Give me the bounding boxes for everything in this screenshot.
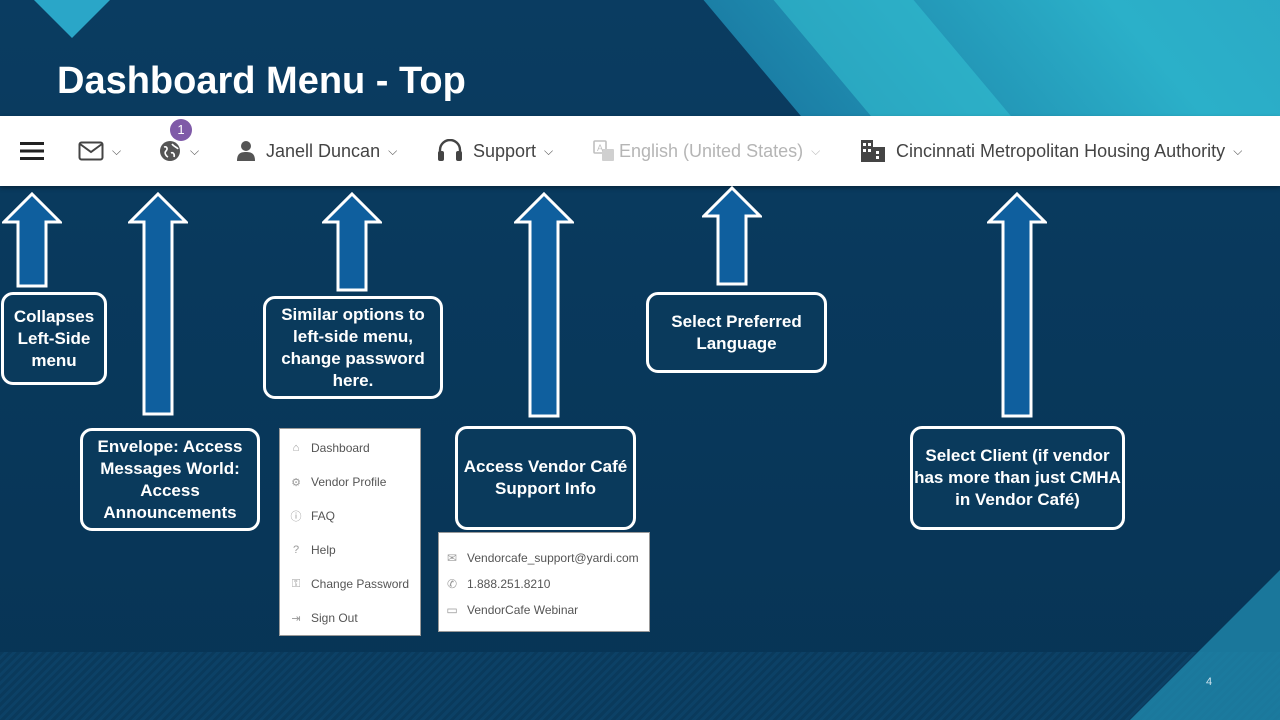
- sign-out-icon: ⇥: [291, 612, 301, 625]
- phone-icon: ✆: [446, 577, 458, 591]
- language-selector[interactable]: A English (United States) ⌵: [593, 116, 820, 186]
- chevron-down-icon: ⌵: [388, 143, 398, 158]
- translate-icon: A: [593, 140, 614, 161]
- corner-triangle-decoration: [34, 0, 110, 38]
- chevron-down-icon: ⌵: [1233, 143, 1243, 158]
- building-icon: [861, 140, 885, 162]
- svg-text:A: A: [597, 143, 603, 153]
- up-arrow-client: [987, 192, 1047, 418]
- support-webinar-item[interactable]: ▭ VendorCafe Webinar: [445, 603, 578, 617]
- dashboard-top-navbar: ⌵ 1 ⌵ Janell Duncan ⌵: [0, 116, 1280, 186]
- envelope-icon: ✉: [446, 551, 458, 565]
- lock-icon: ⚿: [291, 577, 301, 590]
- support-label: Support: [473, 140, 537, 161]
- callout-collapse-text: Collapses Left-Side menu: [13, 306, 95, 370]
- page-number: 4: [1206, 676, 1213, 688]
- chevron-down-icon: ⌵: [112, 143, 122, 158]
- callout-client-text: Select Client (if vendor has more than j…: [914, 446, 1121, 509]
- menu-item-help[interactable]: ? Help: [290, 543, 336, 557]
- support-phone-item[interactable]: ✆ 1.888.251.8210: [445, 577, 550, 591]
- support-menu-button[interactable]: Support ⌵: [437, 116, 553, 186]
- menu-item-dashboard[interactable]: ⌂ Dashboard: [290, 441, 370, 455]
- menu-item-label: Dashboard: [311, 441, 370, 455]
- menu-item-label: Vendor Profile: [311, 475, 387, 489]
- envelope-icon: [78, 141, 104, 161]
- callout-envelope-text: Envelope: Access Messages World: Access …: [97, 436, 243, 522]
- menu-item-label: Sign Out: [311, 611, 358, 625]
- up-arrow-envelope: [128, 192, 188, 416]
- hamburger-menu-button[interactable]: [20, 116, 44, 186]
- messages-button[interactable]: ⌵: [78, 116, 121, 186]
- language-label: English (United States): [619, 140, 804, 161]
- bottom-stripe-decoration: [0, 652, 1280, 720]
- menu-item-sign-out[interactable]: ⇥ Sign Out: [290, 611, 358, 625]
- menu-item-label: Change Password: [311, 577, 410, 591]
- callout-client: Select Client (if vendor has more than j…: [910, 426, 1125, 530]
- support-email-text: Vendorcafe_support@yardi.com: [467, 551, 639, 565]
- chevron-down-icon: ⌵: [811, 143, 821, 158]
- headset-icon: [438, 139, 462, 161]
- hamburger-icon: [20, 142, 44, 160]
- callout-user: Similar options to left-side menu, chang…: [263, 296, 443, 399]
- up-arrow-collapse: [2, 192, 62, 288]
- support-dropdown-panel: ✉ Vendorcafe_support@yardi.com ✆ 1.888.2…: [438, 532, 650, 632]
- announcements-button[interactable]: 1 ⌵: [158, 116, 199, 186]
- menu-item-label: Help: [311, 543, 336, 557]
- support-email-item[interactable]: ✉ Vendorcafe_support@yardi.com: [445, 551, 639, 565]
- user-name-label: Janell Duncan: [266, 140, 381, 161]
- menu-item-change-password[interactable]: ⚿ Change Password: [290, 577, 409, 591]
- question-icon: ?: [292, 544, 300, 556]
- gears-icon: ⚙: [291, 476, 301, 489]
- menu-item-label: FAQ: [311, 509, 336, 523]
- client-label: Cincinnati Metropolitan Housing Authorit…: [896, 140, 1226, 161]
- callout-support: Access Vendor Café Support Info: [455, 426, 636, 530]
- up-arrow-user: [322, 192, 382, 292]
- callout-support-text: Access Vendor Café Support Info: [463, 457, 628, 498]
- home-icon: ⌂: [292, 442, 300, 454]
- menu-item-faq[interactable]: ⓘ FAQ: [290, 509, 336, 523]
- user-dropdown-panel: ⌂ Dashboard ⚙ Vendor Profile ⓘ FAQ ? Hel…: [279, 428, 421, 636]
- info-icon: ⓘ: [290, 511, 302, 523]
- callout-language-text: Select Preferred Language: [671, 311, 802, 353]
- user-icon: [237, 141, 255, 161]
- globe-icon-wrapper: 1: [158, 119, 192, 163]
- slide-title: Dashboard Menu - Top: [57, 60, 466, 102]
- chevron-down-icon: ⌵: [544, 143, 554, 158]
- client-selector[interactable]: Cincinnati Metropolitan Housing Authorit…: [860, 116, 1242, 186]
- callout-envelope: Envelope: Access Messages World: Access …: [80, 428, 260, 531]
- chevron-down-icon: ⌵: [190, 143, 200, 158]
- menu-item-vendor-profile[interactable]: ⚙ Vendor Profile: [290, 475, 386, 489]
- user-menu-button[interactable]: Janell Duncan ⌵: [236, 116, 397, 186]
- up-arrow-support: [514, 192, 574, 418]
- notification-badge: 1: [170, 119, 192, 141]
- callout-user-text: Similar options to left-side menu, chang…: [281, 304, 425, 390]
- support-phone-text: 1.888.251.8210: [467, 577, 551, 591]
- monitor-icon: ▭: [446, 603, 458, 617]
- callout-language: Select Preferred Language: [646, 292, 827, 373]
- up-arrow-language: [702, 186, 762, 286]
- corner-accent-decoration: [1130, 570, 1280, 720]
- globe-icon: [160, 141, 180, 161]
- support-webinar-text: VendorCafe Webinar: [467, 603, 579, 617]
- callout-collapse: Collapses Left-Side menu: [1, 292, 107, 385]
